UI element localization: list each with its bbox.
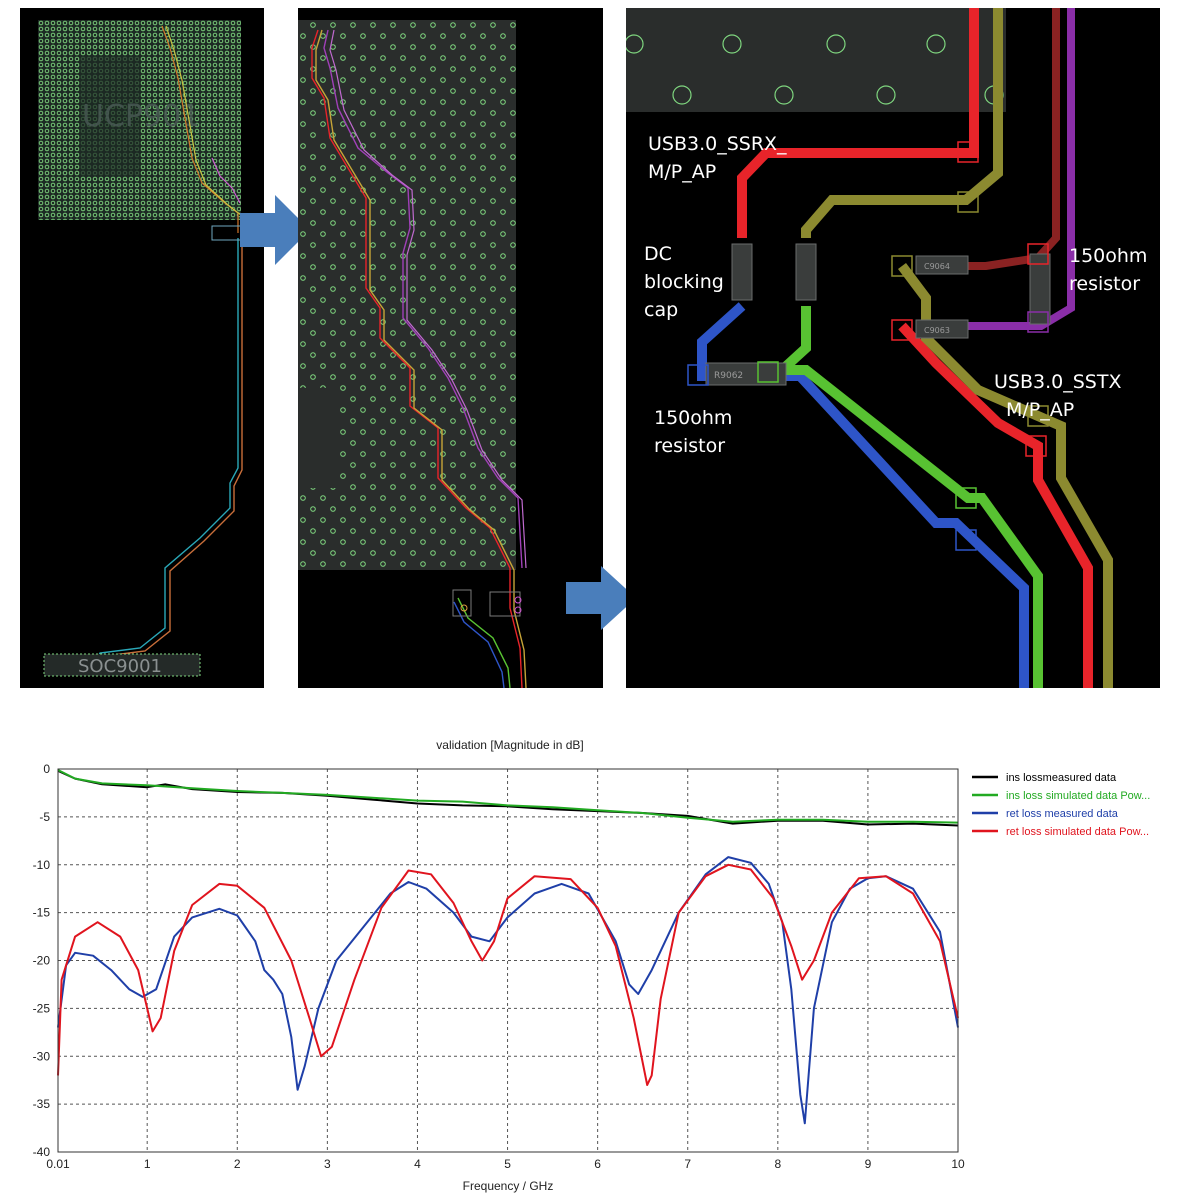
series-line-2 bbox=[57, 856, 959, 1125]
pcb-panel-detail: R9062 C9064 C9063 USB3.0_SSRX_ M/P_AP DC… bbox=[626, 8, 1160, 688]
trace-sstx-purple bbox=[956, 8, 1075, 330]
legend-entry: ret loss simulated data Pow... bbox=[1006, 826, 1149, 838]
x-axis-label: Frequency / GHz bbox=[463, 1179, 554, 1193]
x-tick-label: 3 bbox=[324, 1157, 331, 1171]
trace-green bbox=[769, 306, 1043, 688]
trace-sstx-olive bbox=[898, 263, 1113, 688]
cap-c9063 bbox=[915, 319, 969, 339]
component-pads-left bbox=[452, 589, 472, 617]
label-dc-1: DC bbox=[644, 243, 672, 265]
y-tick-label: -20 bbox=[33, 954, 51, 968]
trace-blue bbox=[697, 302, 1029, 688]
y-tick-label: -35 bbox=[33, 1097, 51, 1111]
bga-keepout bbox=[80, 56, 140, 176]
legend-entry: ins loss simulated data Pow... bbox=[1006, 790, 1150, 802]
label-res-left-2: resistor bbox=[654, 435, 725, 457]
x-tick-label: 8 bbox=[774, 1157, 781, 1171]
y-tick-label: -10 bbox=[33, 858, 51, 872]
y-tick-label: -5 bbox=[39, 810, 50, 824]
pcb-zoom-svg bbox=[298, 20, 527, 688]
pad bbox=[514, 606, 522, 614]
label-dc-2: blocking bbox=[644, 271, 724, 293]
pad bbox=[514, 596, 522, 604]
series-lines bbox=[57, 769, 959, 1125]
label-sstx-2: M/P_AP bbox=[1006, 399, 1074, 421]
cap-c9064 bbox=[915, 255, 969, 275]
legend-entry: ret loss measured data bbox=[1006, 808, 1119, 820]
y-axis-ticks: 0 -5 -10 -15 -20 -25 -30 -35 -40 bbox=[33, 762, 51, 1159]
soc-chip-outline bbox=[43, 653, 201, 677]
legend-entry: ins lossmeasured data bbox=[1006, 772, 1117, 784]
pcb-panel-zoom bbox=[298, 8, 603, 688]
x-tick-label: 9 bbox=[865, 1157, 872, 1171]
dc-blocking-cap-left bbox=[731, 243, 753, 301]
dc-blocking-cap-right bbox=[795, 243, 817, 301]
plot-frame bbox=[57, 768, 959, 1153]
bga-region bbox=[626, 8, 1006, 112]
ref-c9064: C9064 bbox=[924, 262, 950, 271]
trace-ssrx-red bbox=[737, 8, 979, 238]
x-tick-label: 5 bbox=[504, 1157, 511, 1171]
trace-red bbox=[311, 29, 523, 688]
trace-purple bbox=[323, 29, 523, 569]
series-line-1 bbox=[57, 769, 959, 824]
chart-title: validation [Magnitude in dB] bbox=[436, 738, 584, 752]
x-tick-label: 10 bbox=[951, 1157, 965, 1171]
trace-sstx-red bbox=[898, 322, 1093, 688]
component-pads-right bbox=[489, 591, 521, 617]
trace-blue bbox=[453, 601, 505, 688]
pad bbox=[460, 604, 468, 612]
x-tick-label: 0.01 bbox=[46, 1157, 70, 1171]
route-trace-cyan bbox=[91, 238, 239, 669]
trace-yellow bbox=[315, 29, 527, 688]
route-trace-orange bbox=[97, 238, 243, 671]
trace-magenta bbox=[329, 29, 527, 569]
y-tick-label: -30 bbox=[33, 1049, 51, 1063]
series-line-3 bbox=[57, 863, 959, 1086]
escape-trace-yellow bbox=[165, 25, 242, 233]
line-chart: 0.01 1 2 3 4 5 6 7 8 9 10 0 -5 -10 -15 -20 -25 -30 -35 -40… bbox=[33, 762, 1151, 1193]
label-res-left-1: 150ohm bbox=[654, 407, 732, 429]
pcb-detail-svg: R9062 C9064 C9063 USB3.0_SSRX_ M/P_AP DC… bbox=[626, 8, 1147, 688]
via-circles bbox=[626, 34, 1004, 105]
soc-chip-label: SOC9001 bbox=[78, 656, 162, 677]
y-tick-label: -15 bbox=[33, 906, 51, 920]
arrow-right-icon bbox=[240, 195, 312, 269]
x-tick-label: 7 bbox=[684, 1157, 691, 1171]
trace-ssrx-olive bbox=[801, 8, 1003, 238]
via-gap bbox=[298, 388, 338, 488]
legend: ins lossmeasured data ins loss simulated … bbox=[972, 772, 1150, 838]
label-ssrx-1: USB3.0_SSRX_ bbox=[648, 133, 787, 155]
resistor-r9063 bbox=[1029, 253, 1051, 325]
y-tick-label: 0 bbox=[43, 762, 50, 776]
arrow-right-icon bbox=[566, 566, 638, 634]
label-res-right-2: resistor bbox=[1069, 273, 1140, 295]
resistor-r9062 bbox=[705, 362, 787, 386]
label-sstx-1: USB3.0_SSTX bbox=[994, 371, 1121, 393]
escape-trace-magenta bbox=[211, 157, 241, 204]
label-ssrx-2: M/P_AP bbox=[648, 161, 716, 183]
x-tick-label: 6 bbox=[594, 1157, 601, 1171]
label-dc-3: cap bbox=[644, 299, 678, 321]
pcb-overview-svg: UCP901 SOC9001 bbox=[38, 20, 243, 677]
label-res-right-1: 150ohm bbox=[1069, 245, 1147, 267]
pcb-panel-overview: UCP901 SOC9001 bbox=[20, 8, 264, 688]
chart-container: 0.01 1 2 3 4 5 6 7 8 9 10 0 -5 -10 -15 -20 -25 -30 -35 -40… bbox=[0, 755, 1190, 1200]
y-tick-label: -25 bbox=[33, 1001, 51, 1015]
x-tick-label: 4 bbox=[414, 1157, 421, 1171]
y-tick-label: -40 bbox=[33, 1145, 51, 1159]
pad-markers bbox=[687, 141, 1049, 551]
chip-ghost-label: UCP901 bbox=[82, 99, 200, 134]
x-tick-label: 2 bbox=[234, 1157, 241, 1171]
x-tick-label: 1 bbox=[144, 1157, 151, 1171]
ref-r9062: R9062 bbox=[714, 371, 743, 381]
ref-c9063: C9063 bbox=[924, 326, 950, 335]
x-axis-ticks: 0.01 1 2 3 4 5 6 7 8 9 10 bbox=[46, 1157, 965, 1171]
